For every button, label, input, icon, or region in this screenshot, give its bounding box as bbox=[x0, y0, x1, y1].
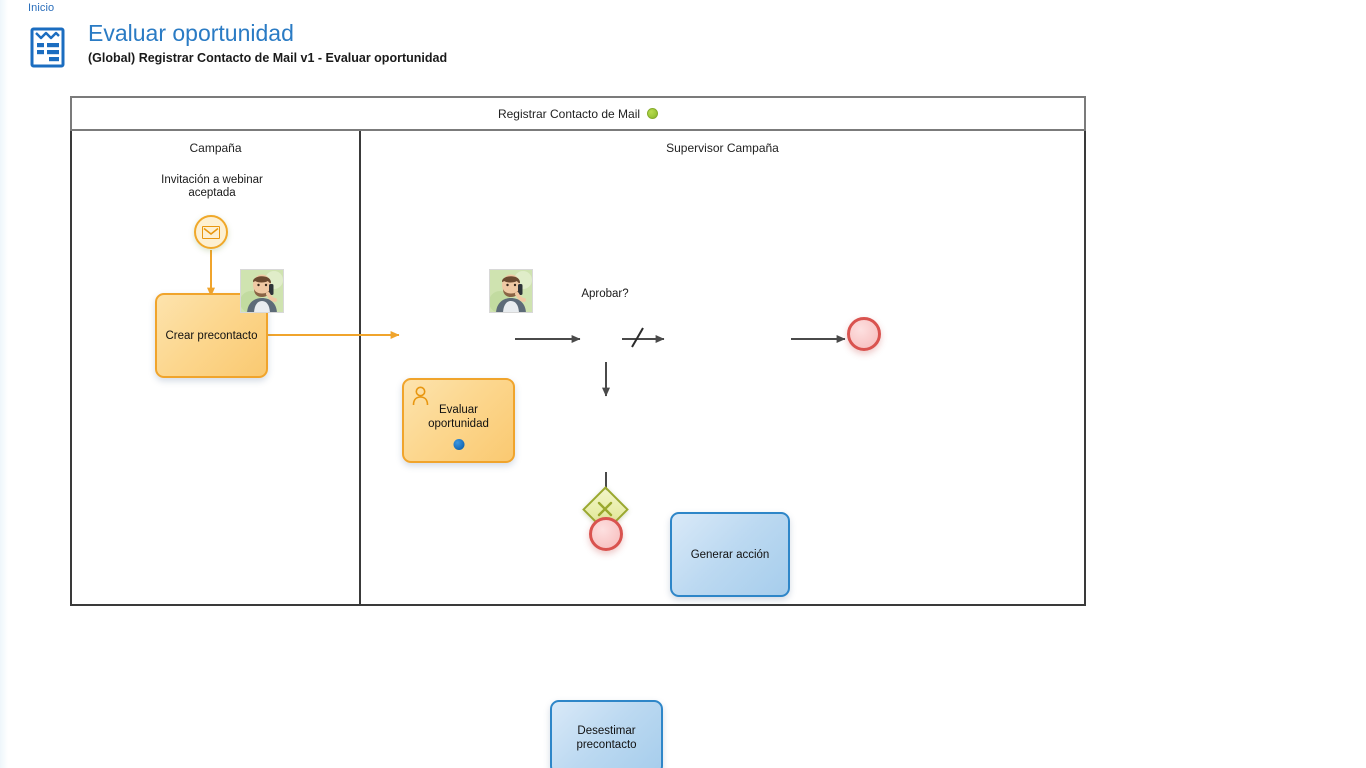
pool-status-green-dot bbox=[647, 108, 659, 119]
end-event-generar-accion[interactable] bbox=[847, 317, 881, 351]
start-event-label: Invitación a webinar aceptada bbox=[161, 174, 263, 199]
task-crear-precontacto-label: Crear precontacto bbox=[165, 329, 258, 342]
task-status-blue-dot bbox=[453, 439, 464, 450]
bpmn-canvas[interactable]: Registrar Contacto de Mail Campaña Super… bbox=[70, 96, 1086, 768]
task-generar-accion-label: Generar acción bbox=[690, 548, 770, 561]
end-event-desestimar[interactable] bbox=[589, 517, 623, 551]
task-crear-precontacto[interactable]: Crear precontacto bbox=[155, 293, 268, 378]
page-subtitle: (Global) Registrar Contacto de Mail v1 -… bbox=[88, 51, 448, 65]
pool-header[interactable]: Registrar Contacto de Mail bbox=[70, 96, 1086, 131]
breadcrumb-inicio[interactable]: Inicio bbox=[28, 2, 55, 14]
lane-supervisor-campana-label: Supervisor Campaña bbox=[666, 141, 779, 155]
avatar-crear-precontacto bbox=[240, 269, 284, 313]
gateway-label: Aprobar? bbox=[581, 288, 629, 300]
lane-campana[interactable]: Campaña bbox=[72, 131, 361, 604]
task-desestimar-precontacto-label: Desestimar precontacto bbox=[576, 724, 637, 751]
lane-campana-label: Campaña bbox=[189, 141, 242, 155]
form-clipboard-icon bbox=[28, 26, 68, 68]
user-task-icon bbox=[411, 386, 430, 406]
pool-title-group: Registrar Contacto de Mail bbox=[497, 106, 659, 121]
page-title: Evaluar oportunidad bbox=[88, 20, 294, 46]
lane-supervisor-campana[interactable]: Supervisor Campaña bbox=[361, 131, 1084, 604]
task-evaluar-oportunidad[interactable]: Evaluar oportunidad bbox=[402, 378, 515, 463]
avatar-evaluar-oportunidad bbox=[489, 269, 533, 313]
page-header: Evaluar oportunidad (Global) Registrar C… bbox=[28, 20, 928, 74]
pool-name: Registrar Contacto de Mail bbox=[497, 106, 641, 121]
exclusive-gateway-aprobar[interactable] bbox=[581, 485, 629, 533]
envelope-icon bbox=[202, 225, 220, 239]
task-generar-accion[interactable]: Generar acción bbox=[670, 512, 790, 597]
message-start-event[interactable] bbox=[194, 215, 228, 249]
gateway-x-icon bbox=[597, 501, 613, 517]
task-evaluar-oportunidad-label: Evaluar oportunidad bbox=[428, 404, 489, 431]
left-edge-strip bbox=[0, 0, 8, 768]
task-desestimar-precontacto[interactable]: Desestimar precontacto bbox=[550, 700, 663, 768]
